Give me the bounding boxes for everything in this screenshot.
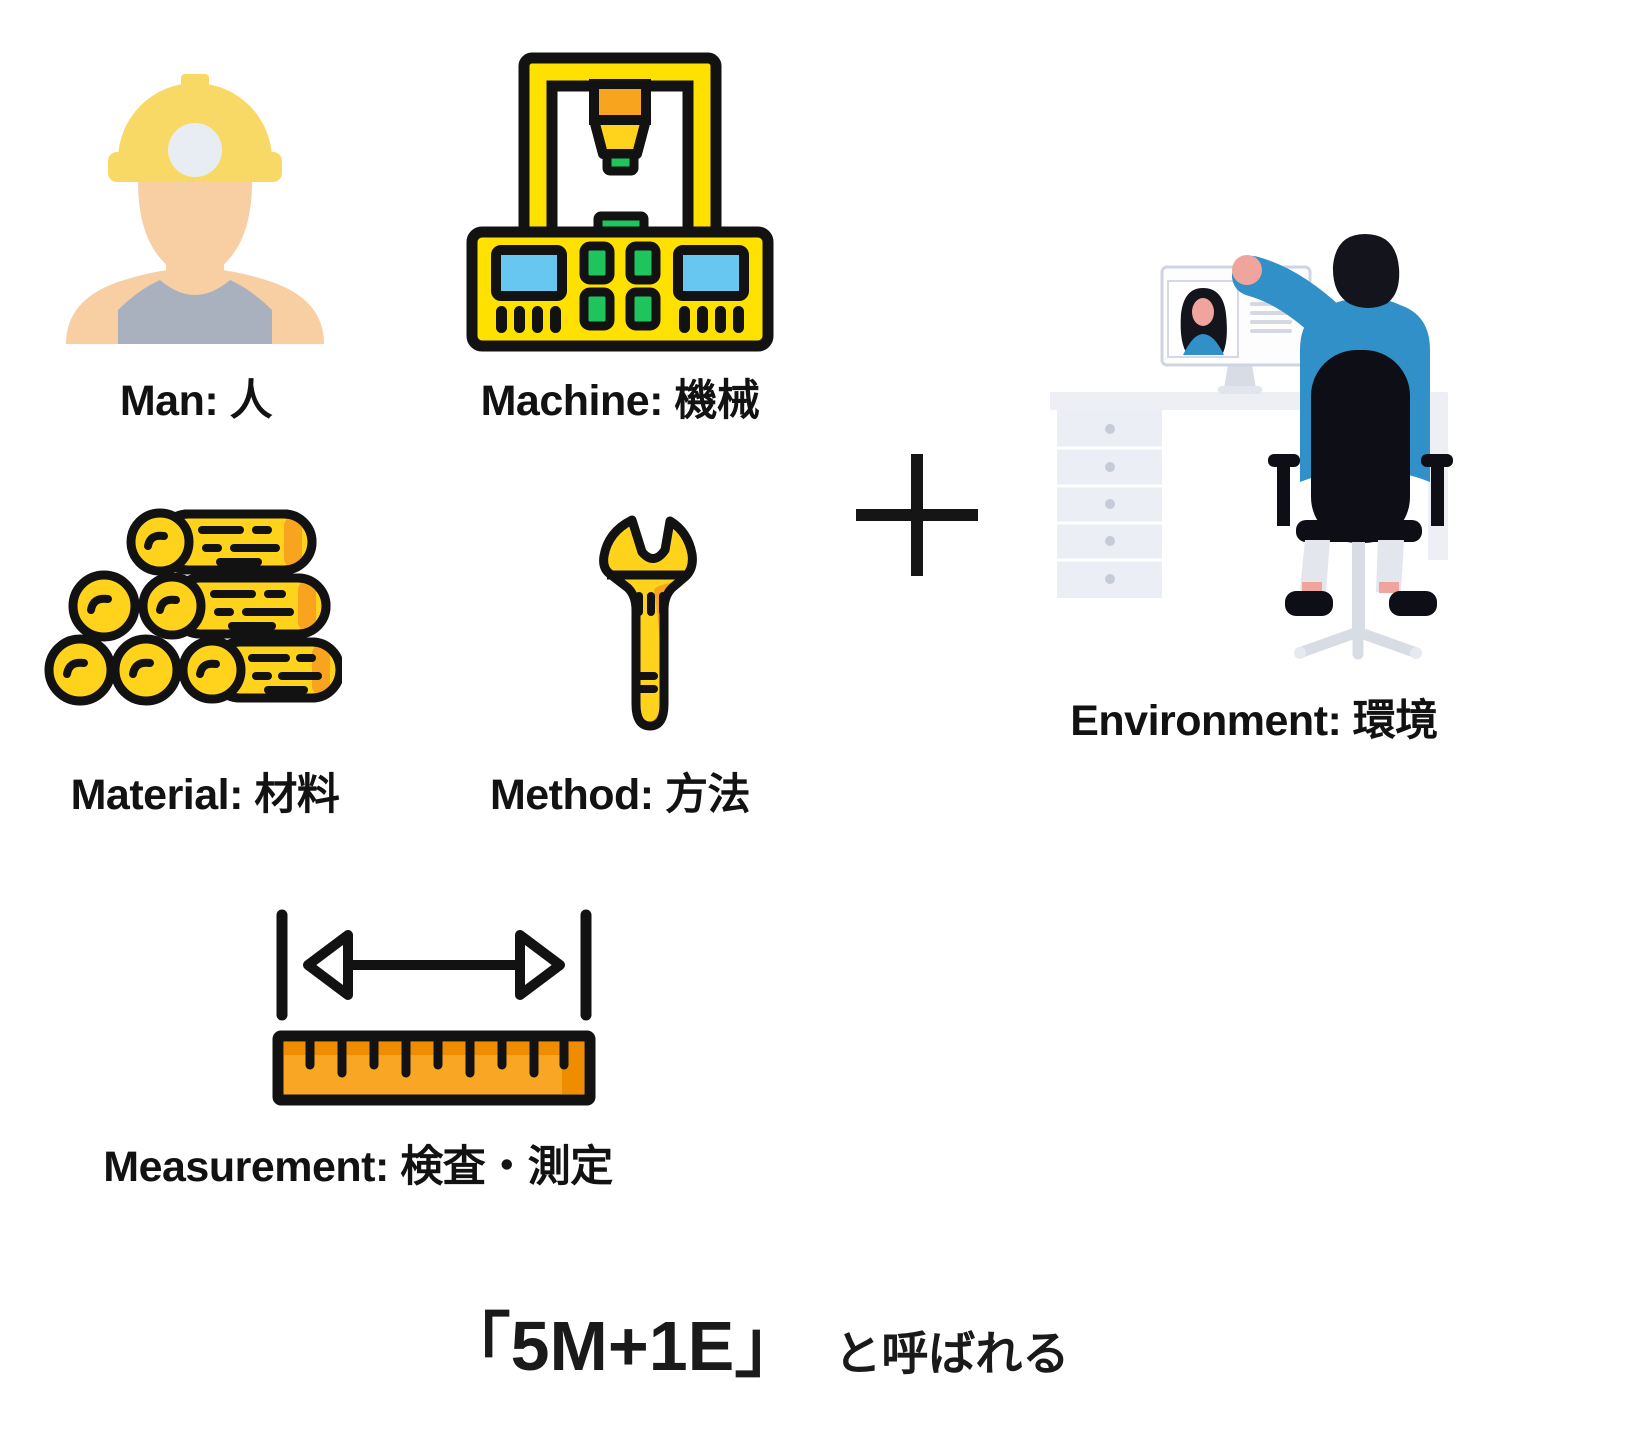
office-chair bbox=[1311, 350, 1410, 543]
wrench-icon bbox=[599, 515, 697, 731]
material-label: Material: 材料 bbox=[70, 771, 340, 819]
worker-icon bbox=[66, 74, 324, 344]
ruler-measure-icon bbox=[272, 909, 596, 1106]
environment-illustration bbox=[1050, 234, 1453, 660]
caption-suffix-text: と呼ばれる bbox=[834, 1327, 1070, 1380]
method-label: Method: 方法 bbox=[489, 771, 751, 819]
caption-bracketed-text: 「5M+1E」 bbox=[440, 1307, 805, 1385]
plus-icon bbox=[856, 454, 978, 576]
environment-label: Environment: 環境 bbox=[1070, 697, 1438, 745]
logs-icon bbox=[44, 508, 342, 706]
machine-label: Machine: 機械 bbox=[480, 377, 760, 425]
measurement-label: Measurement: 検査・測定 bbox=[103, 1143, 613, 1191]
machine-icon bbox=[466, 52, 774, 352]
man-label: Man: 人 bbox=[119, 377, 273, 425]
person-head bbox=[1332, 234, 1400, 308]
caption: 「5M+1E」 と呼ばれる bbox=[0, 1290, 1510, 1391]
